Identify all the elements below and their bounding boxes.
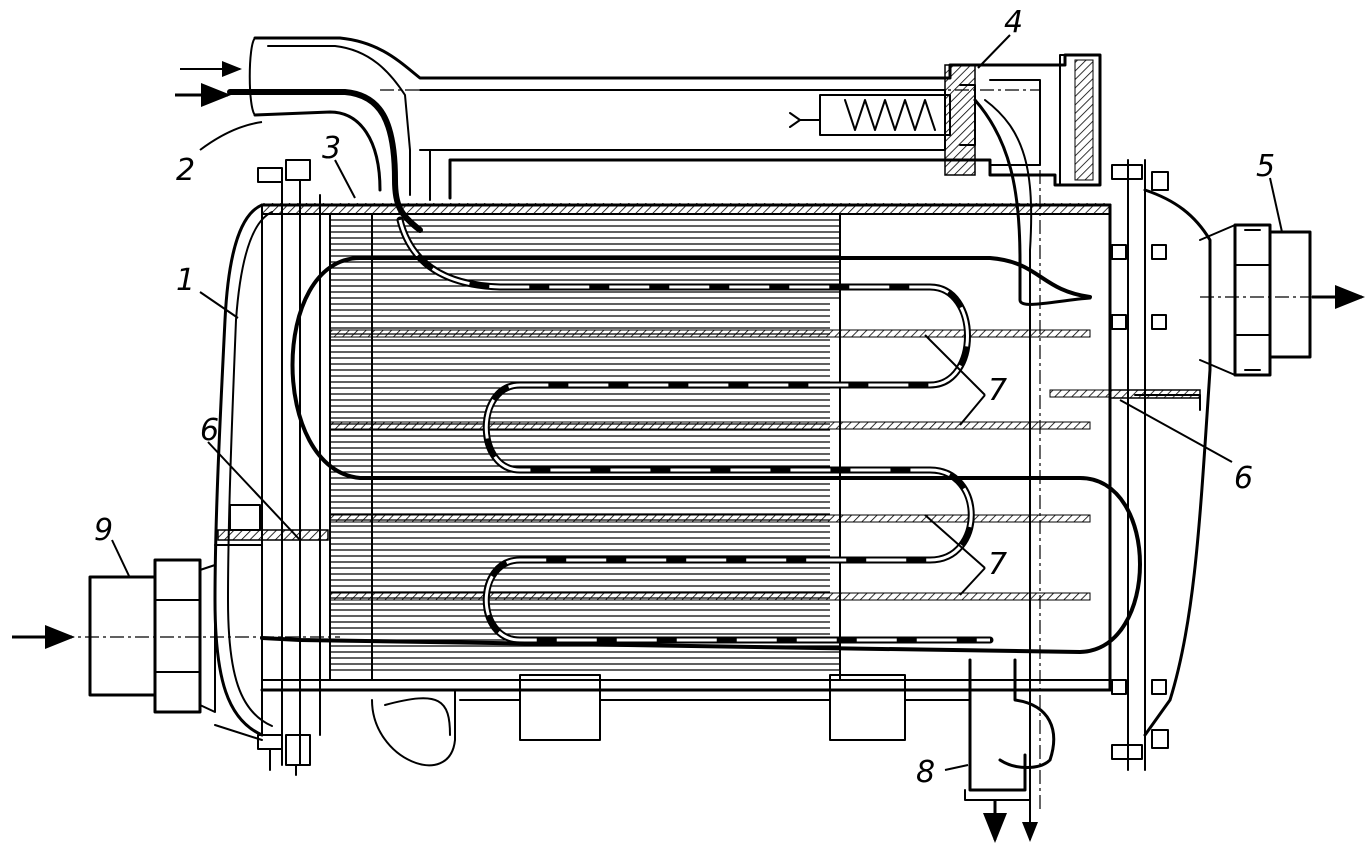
left-flange-bolts: [257, 159, 311, 776]
drain-outlet: [964, 658, 1056, 843]
label-7-lower: 7: [988, 547, 1007, 582]
plate-fin-stack: [329, 215, 841, 680]
label-9: 9: [94, 513, 113, 548]
bottom-supports: [371, 674, 971, 767]
label-5: 5: [1256, 149, 1275, 184]
label-7-upper: 7: [988, 373, 1007, 408]
leader-4: [977, 34, 1011, 69]
label-4: 4: [1004, 5, 1023, 40]
outlet-fitting-right: [1199, 223, 1365, 377]
callout-labels: 1 2 3 4 5 6 6 7 7 8 9: [94, 5, 1275, 790]
label-2: 2: [176, 153, 195, 188]
leader-2: [199, 121, 263, 151]
leader-7b2: [959, 567, 986, 596]
baffles: [329, 329, 1111, 601]
left-end-cover: [213, 179, 321, 766]
leader-7a2: [959, 394, 986, 426]
serpentine-coil: [260, 216, 1142, 654]
thermostatic-valve: [789, 84, 1092, 810]
leader-3: [334, 159, 356, 199]
leader-7b1: [924, 514, 986, 569]
right-end-cover: [1108, 159, 1212, 771]
label-6-right: 6: [1234, 461, 1253, 496]
leader-7a1: [924, 334, 986, 396]
header-pipe: [175, 36, 1102, 233]
leader-9: [111, 539, 131, 579]
label-1: 1: [176, 263, 195, 298]
leader-5: [1269, 177, 1283, 233]
label-3: 3: [322, 131, 341, 166]
inlet-fitting-left: [12, 504, 340, 741]
label-6-left: 6: [200, 413, 219, 448]
label-8: 8: [916, 755, 935, 790]
leader-lines: [111, 34, 1283, 771]
leader-6a: [207, 441, 301, 541]
leader-6b: [1119, 399, 1233, 463]
main-shell: [260, 203, 1112, 692]
leader-8: [944, 764, 969, 771]
leader-1: [199, 291, 239, 319]
